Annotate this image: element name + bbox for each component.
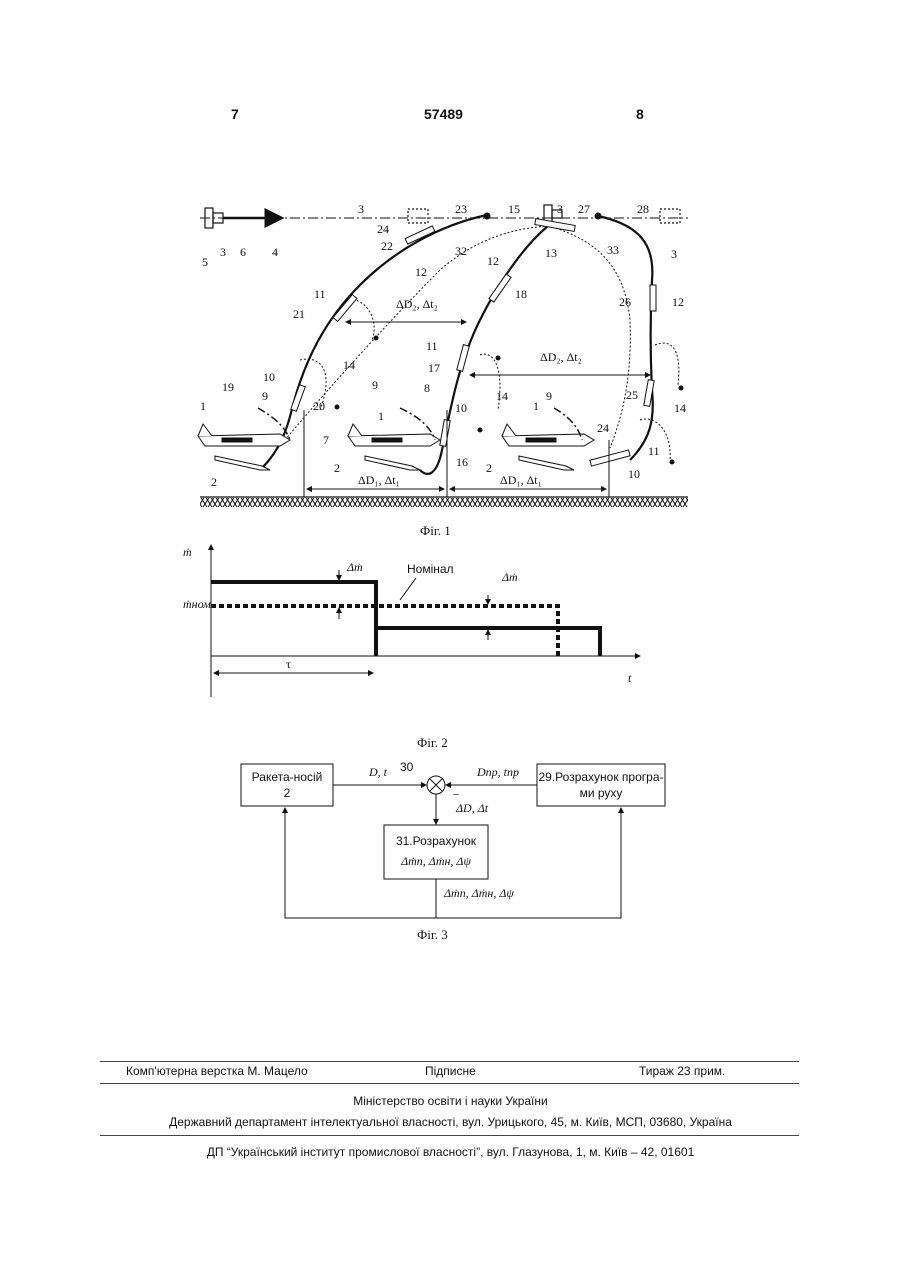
- footer-layout: Комп'ютерна верстка М. Мацело: [126, 1064, 308, 1078]
- svg-text:21: 21: [293, 307, 305, 321]
- svg-text:17: 17: [428, 361, 440, 375]
- svg-text:ми руху: ми руху: [580, 786, 623, 800]
- svg-text:10: 10: [263, 370, 275, 384]
- delta-m-right: Δṁ: [501, 570, 518, 584]
- label-dD2-b: ΔD₂, Δt₂: [540, 350, 582, 364]
- svg-text:10: 10: [628, 467, 640, 481]
- svg-text:3: 3: [220, 245, 226, 259]
- fig2-caption: Фіг. 2: [417, 735, 448, 750]
- svg-text:12: 12: [672, 295, 684, 309]
- delta-m-left: Δṁ: [346, 560, 363, 574]
- svg-text:14: 14: [496, 389, 508, 403]
- nominal-label: Номінал: [407, 562, 454, 576]
- svg-text:14: 14: [343, 358, 355, 372]
- svg-text:9: 9: [546, 389, 552, 403]
- svg-text:23: 23: [455, 202, 467, 216]
- svg-text:11: 11: [426, 339, 438, 353]
- svg-text:Ракета-носій: Ракета-носій: [252, 770, 323, 784]
- svg-text:25: 25: [626, 388, 638, 402]
- svg-text:3: 3: [557, 202, 563, 216]
- svg-text:2: 2: [211, 475, 217, 489]
- svg-text:13: 13: [545, 246, 557, 260]
- nominal-profile: [211, 606, 558, 656]
- svg-text:Δṁп, Δṁн, Δψ: Δṁп, Δṁн, Δψ: [400, 854, 471, 868]
- label-dD1-b: ΔD₁, Δt₁: [500, 473, 542, 487]
- svg-text:4: 4: [272, 245, 278, 259]
- svg-text:1: 1: [200, 399, 206, 413]
- aircraft-icon: [198, 424, 594, 470]
- footer-print-run: Тираж 23 прим.: [639, 1064, 725, 1078]
- label-dD1-a: ΔD₁, Δt₁: [358, 473, 400, 487]
- footer-institute: ДП “Український інститут промислової вла…: [0, 1145, 901, 1159]
- y-axis-label: ṁ: [183, 545, 192, 559]
- svg-text:20: 20: [313, 399, 325, 413]
- svg-text:3: 3: [358, 202, 364, 216]
- footer-ministry: Міністерство освіти і науки України: [0, 1094, 901, 1108]
- footer-rule-3: [100, 1135, 799, 1136]
- svg-text:9: 9: [262, 389, 268, 403]
- footer-signed: Підписне: [425, 1064, 476, 1078]
- svg-text:1: 1: [378, 409, 384, 423]
- svg-text:15: 15: [508, 202, 520, 216]
- svg-text:7: 7: [323, 433, 329, 447]
- svg-text:28: 28: [637, 202, 649, 216]
- fig3-caption: Фіг. 3: [417, 927, 448, 942]
- footer-rule-1: [100, 1061, 799, 1062]
- svg-text:6: 6: [240, 245, 246, 259]
- svg-text:3: 3: [671, 247, 677, 261]
- svg-text:8: 8: [424, 381, 430, 395]
- svg-text:29.Розрахунок програ-: 29.Розрахунок програ-: [539, 770, 664, 784]
- svg-text:24: 24: [377, 222, 389, 236]
- svg-text:9: 9: [372, 378, 378, 392]
- svg-text:5: 5: [202, 255, 208, 269]
- figure-2: ṁ t ṁном Δṁ Δṁ Номінал τ Фіг. 2: [183, 545, 640, 750]
- x-axis-label: t: [628, 671, 632, 685]
- svg-text:1: 1: [533, 399, 539, 413]
- svg-text:18: 18: [515, 287, 527, 301]
- svg-text:10: 10: [455, 401, 467, 415]
- svg-text:12: 12: [415, 265, 427, 279]
- label-dD2-a: ΔD₂, Δt₂: [396, 297, 438, 311]
- svg-text:D, t: D, t: [368, 765, 388, 779]
- svg-text:Δṁп, Δṁн, Δψ: Δṁп, Δṁн, Δψ: [443, 886, 514, 900]
- svg-text:16: 16: [456, 455, 468, 469]
- station-icon: [205, 205, 680, 228]
- trajectory-1: [262, 215, 487, 468]
- svg-text:24: 24: [597, 421, 609, 435]
- svg-text:2: 2: [334, 461, 340, 475]
- m-nom-label: ṁном: [183, 597, 211, 611]
- svg-text:2: 2: [284, 786, 291, 800]
- tau-label: τ: [286, 657, 291, 671]
- svg-text:22: 22: [381, 239, 393, 253]
- fig1-caption: Фіг. 1: [420, 523, 451, 538]
- svg-text:14: 14: [674, 401, 686, 415]
- footer-department: Державний департамент інтелектуальної вл…: [0, 1115, 901, 1129]
- svg-text:11: 11: [314, 287, 326, 301]
- svg-text:30: 30: [400, 760, 414, 774]
- svg-text:19: 19: [222, 380, 234, 394]
- svg-text:33: 33: [607, 243, 619, 257]
- svg-text:27: 27: [578, 202, 590, 216]
- svg-text:Dпр, tпр: Dпр, tпр: [476, 765, 519, 779]
- svg-text:11: 11: [648, 444, 660, 458]
- svg-text:26: 26: [619, 295, 631, 309]
- footer-rule-2: [100, 1083, 799, 1084]
- svg-text:ΔD, Δt: ΔD, Δt: [455, 801, 489, 815]
- svg-text:2: 2: [486, 461, 492, 475]
- ground-hatch: [200, 498, 688, 507]
- figure-1: ΔD₂, Δt₂ ΔD₂, Δt₂ ΔD₁, Δt₁ ΔD₁, Δt₁ 3 5 …: [198, 202, 688, 538]
- svg-text:32: 32: [455, 244, 467, 258]
- svg-text:31.Розрахунок: 31.Розрахунок: [396, 834, 477, 848]
- figure-3: Ракета-носій 2 29.Розрахунок програ- ми …: [241, 760, 665, 942]
- svg-text:12: 12: [487, 254, 499, 268]
- svg-text:–: –: [452, 786, 460, 800]
